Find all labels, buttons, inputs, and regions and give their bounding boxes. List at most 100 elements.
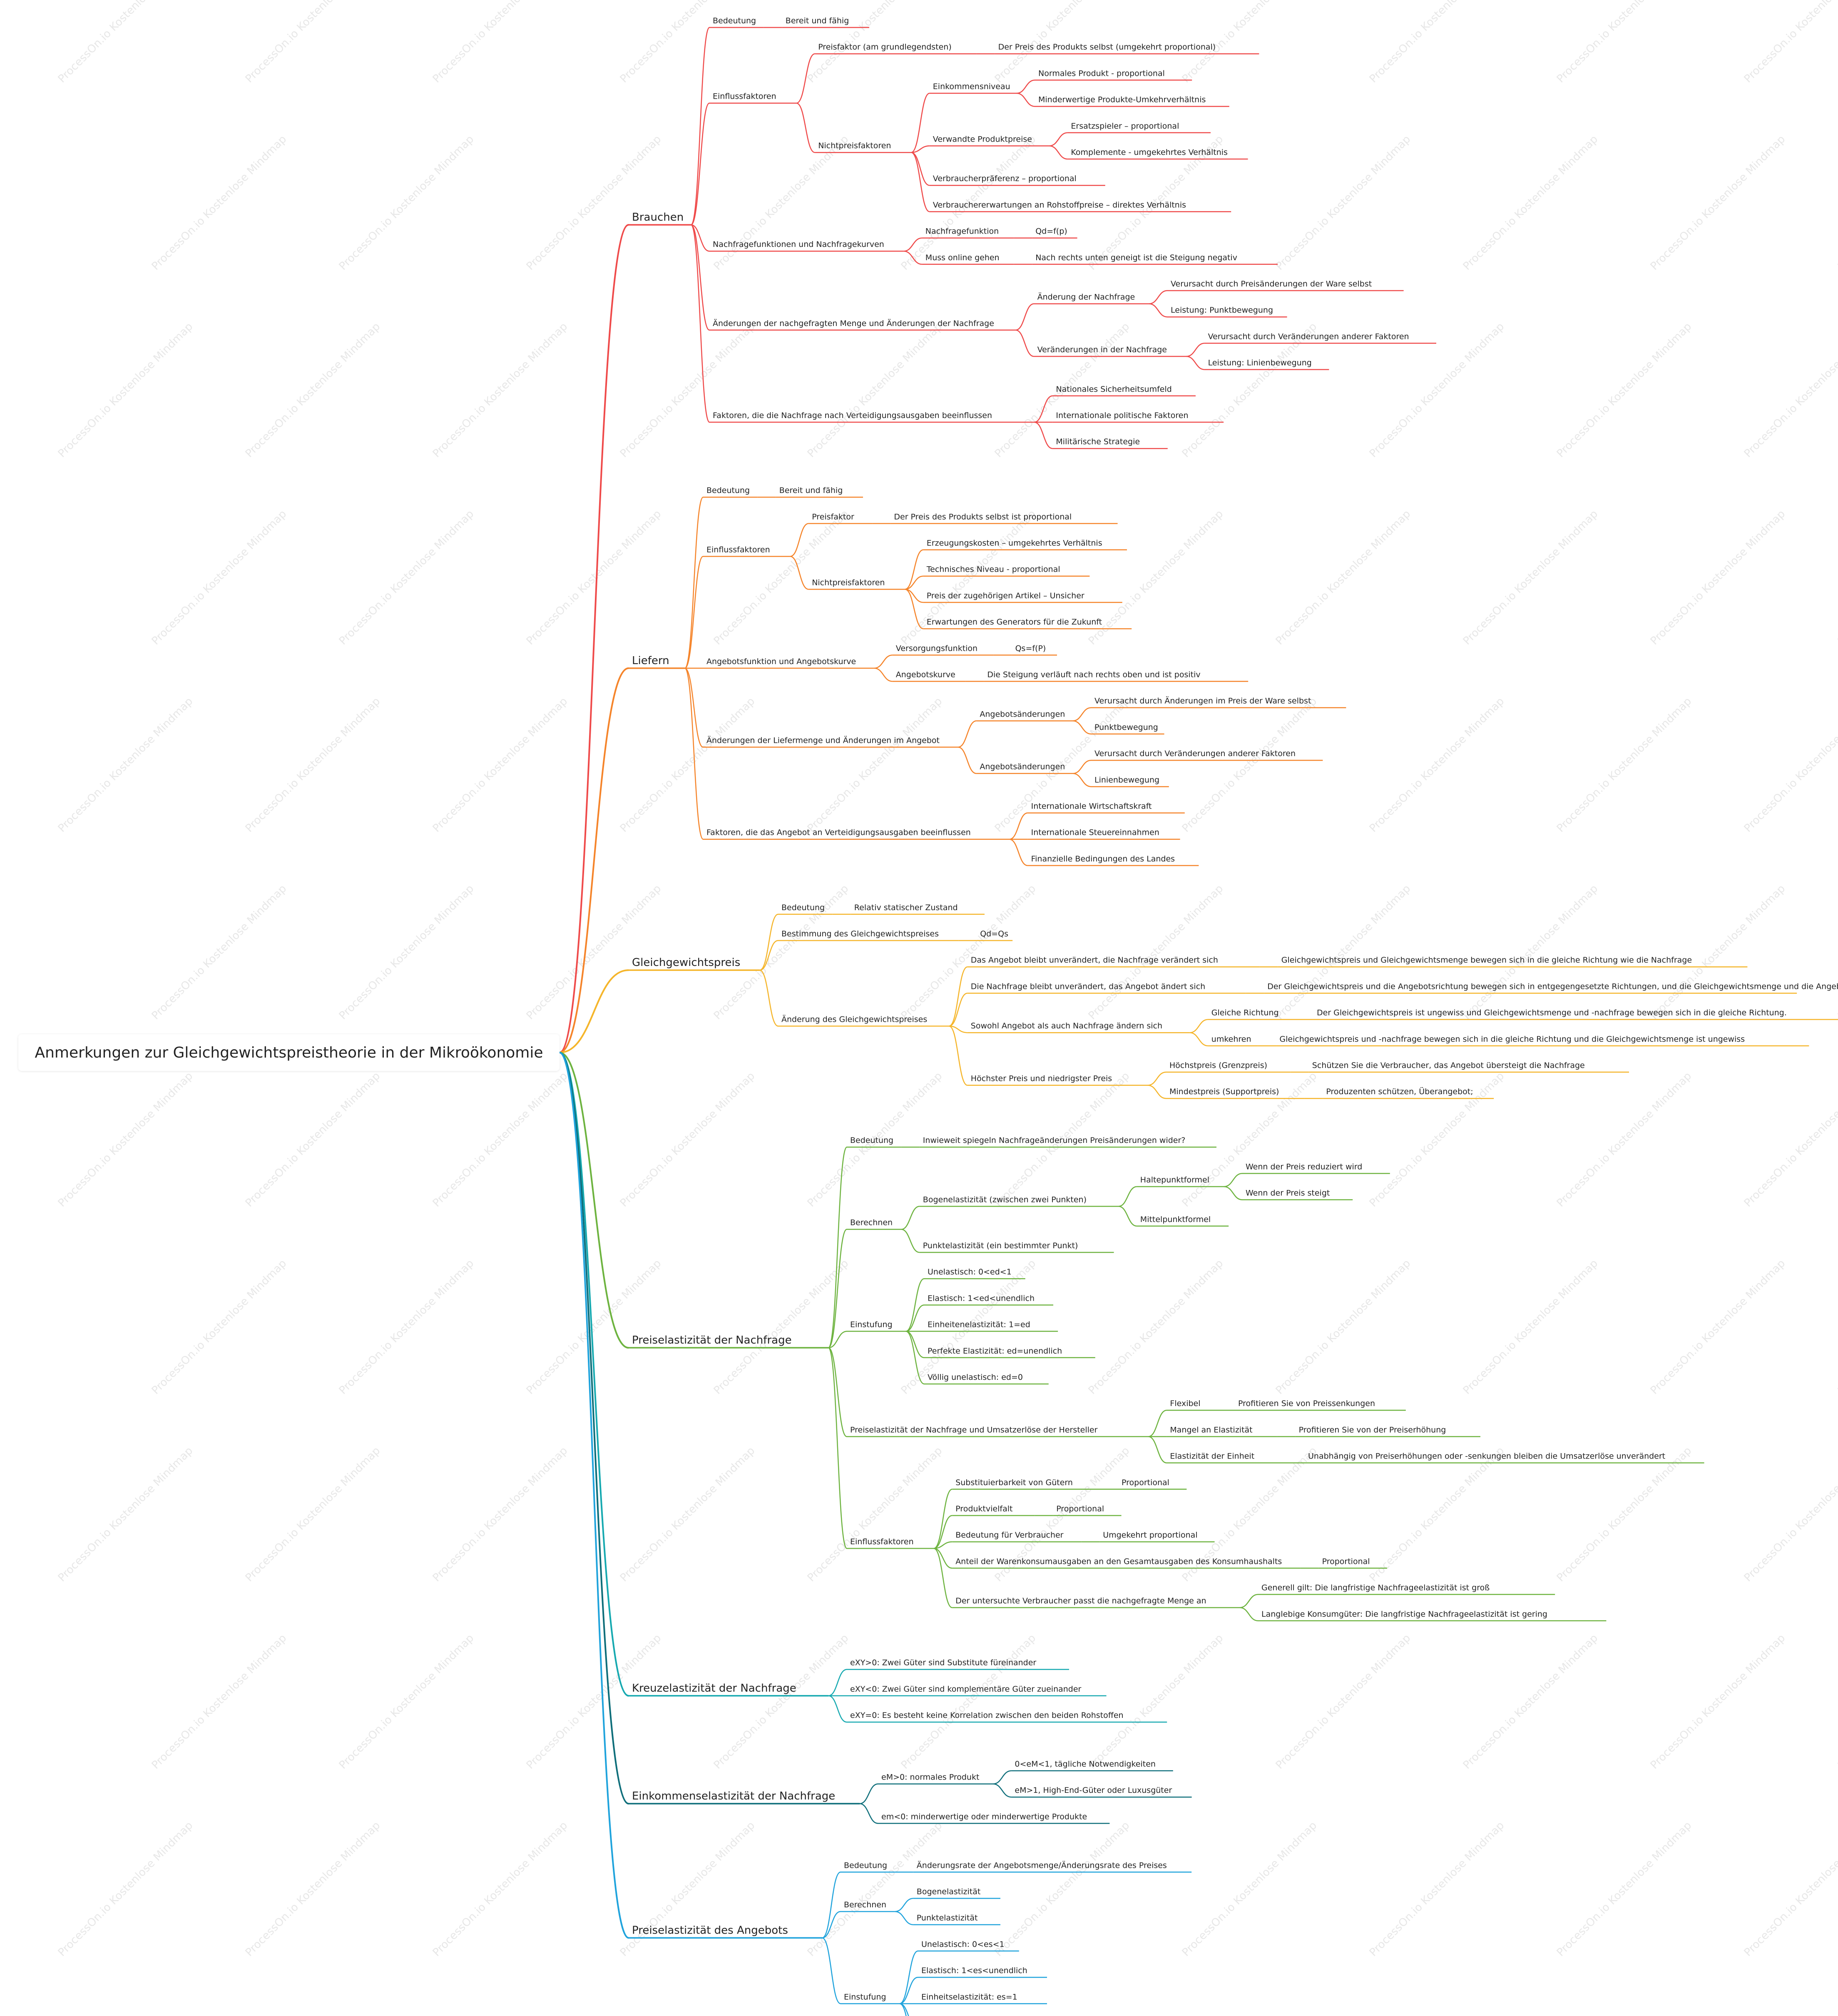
subtopic-label[interactable]: Unelastisch: 0<ed<1 [928,1267,1012,1277]
subtopic-label[interactable]: Bedeutung [713,16,756,25]
subtopic-label[interactable]: Der Gleichgewichtspreis ist ungewiss und… [1317,1008,1787,1018]
subtopic-label[interactable]: Internationale Wirtschaftskraft [1031,802,1152,811]
subtopic-label[interactable]: eXY>0: Zwei Güter sind Substitute fürein… [850,1658,1036,1668]
subtopic-label[interactable]: Flexibel [1170,1399,1200,1408]
main-topic-label[interactable]: Brauchen [632,211,684,224]
subtopic-label[interactable]: Unabhängig von Preiserhöhungen oder -sen… [1308,1452,1665,1461]
subtopic-label[interactable]: Faktoren, die das Angebot an Verteidigun… [706,828,971,837]
subtopic-label[interactable]: Erzeugungskosten – umgekehrtes Verhältni… [927,539,1102,548]
subtopic-label[interactable]: Änderung der Nachfrage [1037,292,1135,302]
subtopic-label[interactable]: Schützen Sie die Verbraucher, das Angebo… [1312,1061,1585,1070]
subtopic-label[interactable]: Bedeutung [850,1136,893,1145]
subtopic-label[interactable]: em<0: minderwertige oder minderwertige P… [881,1812,1087,1821]
subtopic-label[interactable]: Haltepunktformel [1140,1175,1209,1185]
subtopic-label[interactable]: Der Gleichgewichtspreis und die Angebots… [1267,982,1838,991]
subtopic-label[interactable]: Höchster Preis und niedrigster Preis [971,1074,1112,1083]
subtopic-label[interactable]: Mindestpreis (Supportpreis) [1169,1087,1279,1096]
subtopic-label[interactable]: Militärische Strategie [1056,437,1140,446]
subtopic-label[interactable]: Änderung des Gleichgewichtspreises [781,1014,927,1024]
subtopic-label[interactable]: Normales Produkt - proportional [1038,69,1165,78]
subtopic-label[interactable]: Veränderungen in der Nachfrage [1037,345,1167,354]
subtopic-label[interactable]: Bedeutung [844,1861,887,1870]
subtopic-label[interactable]: Angebotsänderungen [980,762,1065,772]
subtopic-label[interactable]: Produktvielfalt [955,1504,1012,1513]
subtopic-label[interactable]: Nach rechts unten geneigt ist die Steigu… [1035,253,1237,262]
subtopic-label[interactable]: Nichtpreisfaktoren [812,578,885,587]
subtopic-label[interactable]: Punktelastizität [917,1914,978,1923]
subtopic-label[interactable]: Änderungen der nachgefragten Menge und Ä… [713,319,994,328]
subtopic-label[interactable]: Einflussfaktoren [850,1537,914,1546]
subtopic-label[interactable]: Leistung: Linienbewegung [1208,358,1312,368]
subtopic-label[interactable]: Preisfaktor [812,512,854,521]
subtopic-label[interactable]: Erwartungen des Generators für die Zukun… [927,617,1102,627]
subtopic-label[interactable]: Umgekehrt proportional [1103,1531,1197,1540]
subtopic-label[interactable]: Bestimmung des Gleichgewichtspreises [781,929,939,938]
subtopic-label[interactable]: Preiselastizität der Nachfrage und Umsat… [850,1425,1098,1434]
subtopic-label[interactable]: Elastizität der Einheit [1170,1452,1254,1461]
subtopic-label[interactable]: Linienbewegung [1094,775,1159,784]
subtopic-label[interactable]: Internationale politische Faktoren [1056,411,1188,420]
subtopic-label[interactable]: Gleichgewichtspreis und -nachfrage beweg… [1279,1035,1745,1044]
subtopic-label[interactable]: Verbrauchererwartungen an Rohstoffpreise… [933,200,1186,209]
subtopic-label[interactable]: Der untersuchte Verbraucher passt die na… [955,1596,1206,1605]
subtopic-label[interactable]: Inwieweit spiegeln Nachfrageänderungen P… [923,1136,1186,1145]
subtopic-label[interactable]: Verursacht durch Veränderungen anderer F… [1094,749,1296,758]
main-topic-label[interactable]: Kreuzelastizität der Nachfrage [632,1682,796,1695]
subtopic-label[interactable]: Technisches Niveau - proportional [926,565,1060,574]
subtopic-label[interactable]: Völlig unelastisch: ed=0 [928,1373,1023,1382]
subtopic-label[interactable]: Änderungsrate der Angebotsmenge/Änderung… [917,1860,1167,1870]
subtopic-label[interactable]: Muss online gehen [925,253,1000,262]
subtopic-label[interactable]: Bogenelastizität [917,1887,980,1897]
subtopic-label[interactable]: Substituierbarkeit von Gütern [955,1478,1073,1487]
subtopic-label[interactable]: Mittelpunktformel [1140,1215,1211,1224]
subtopic-label[interactable]: Angebotsfunktion und Angebotskurve [706,657,856,666]
subtopic-label[interactable]: Proportional [1122,1478,1169,1487]
subtopic-label[interactable]: Preisfaktor (am grundlegendsten) [818,42,952,52]
subtopic-label[interactable]: eXY=0: Es besteht keine Korrelation zwis… [850,1711,1124,1720]
subtopic-label[interactable]: Einflussfaktoren [706,545,770,554]
subtopic-label[interactable]: Gleichgewichtspreis und Gleichgewichtsme… [1281,956,1692,965]
subtopic-label[interactable]: Berechnen [850,1218,893,1227]
subtopic-label[interactable]: Einflussfaktoren [713,92,776,101]
subtopic-label[interactable]: eM>0: normales Produkt [881,1773,979,1782]
subtopic-label[interactable]: Einheitenelastizität: 1=ed [928,1320,1030,1329]
subtopic-label[interactable]: Verwandte Produktpreise [933,134,1032,144]
subtopic-label[interactable]: Berechnen [844,1900,886,1909]
subtopic-label[interactable]: 0<eM<1, tägliche Notwendigkeiten [1015,1760,1156,1769]
main-topic-label[interactable]: Preiselastizität der Nachfrage [632,1334,792,1346]
subtopic-label[interactable]: Nachfragefunktion [925,227,999,236]
subtopic-label[interactable]: Verursacht durch Veränderungen anderer F… [1208,332,1409,341]
subtopic-label[interactable]: Leistung: Punktbewegung [1171,306,1273,315]
subtopic-label[interactable]: Nachfragefunktionen und Nachfragekurven [713,240,884,249]
subtopic-label[interactable]: Gleiche Richtung [1211,1008,1279,1018]
subtopic-label[interactable]: Der Preis des Produkts selbst (umgekehrt… [998,42,1216,52]
subtopic-label[interactable]: Produzenten schützen, Überangebot; [1326,1087,1473,1096]
subtopic-label[interactable]: Minderwertige Produkte-Umkehrverhältnis [1038,95,1206,105]
root-topic[interactable]: Anmerkungen zur Gleichgewichtspreistheor… [18,1034,560,1071]
subtopic-label[interactable]: Qd=f(p) [1035,227,1067,236]
subtopic-label[interactable]: Punktbewegung [1094,723,1158,732]
main-topic-label[interactable]: Einkommenselastizität der Nachfrage [632,1790,835,1802]
subtopic-label[interactable]: Nichtpreisfaktoren [818,141,891,150]
subtopic-label[interactable]: Angebotsänderungen [980,709,1065,719]
subtopic-label[interactable]: Perfekte Elastizität: ed=unendlich [928,1346,1062,1356]
subtopic-label[interactable]: Elastisch: 1<ed<unendlich [928,1294,1035,1303]
subtopic-label[interactable]: Faktoren, die die Nachfrage nach Verteid… [713,411,992,420]
subtopic-label[interactable]: Bereit und fähig [786,16,849,25]
subtopic-label[interactable]: Mangel an Elastizität [1170,1425,1252,1434]
subtopic-label[interactable]: Profitieren Sie von Preissenkungen [1238,1399,1375,1408]
subtopic-label[interactable]: Proportional [1056,1504,1104,1513]
subtopic-label[interactable]: umkehren [1211,1035,1251,1044]
subtopic-label[interactable]: Bedeutung für Verbraucher [955,1531,1063,1540]
subtopic-label[interactable]: Preis der zugehörigen Artikel – Unsicher [927,591,1084,600]
subtopic-label[interactable]: Wenn der Preis steigt [1246,1189,1330,1198]
subtopic-label[interactable]: Versorgungsfunktion [896,644,977,653]
subtopic-label[interactable]: Anteil der Warenkonsumausgaben an den Ge… [955,1557,1282,1566]
subtopic-label[interactable]: Verursacht durch Preisänderungen der War… [1171,279,1372,289]
main-topic-label[interactable]: Gleichgewichtspreis [632,956,740,969]
subtopic-label[interactable]: Der Preis des Produkts selbst ist propor… [894,512,1072,521]
subtopic-label[interactable]: Elastisch: 1<es<unendlich [921,1966,1027,1975]
subtopic-label[interactable]: Einstufung [850,1320,893,1329]
subtopic-label[interactable]: Generell gilt: Die langfristige Nachfrag… [1261,1583,1490,1593]
subtopic-label[interactable]: Einstufung [844,1992,886,2001]
